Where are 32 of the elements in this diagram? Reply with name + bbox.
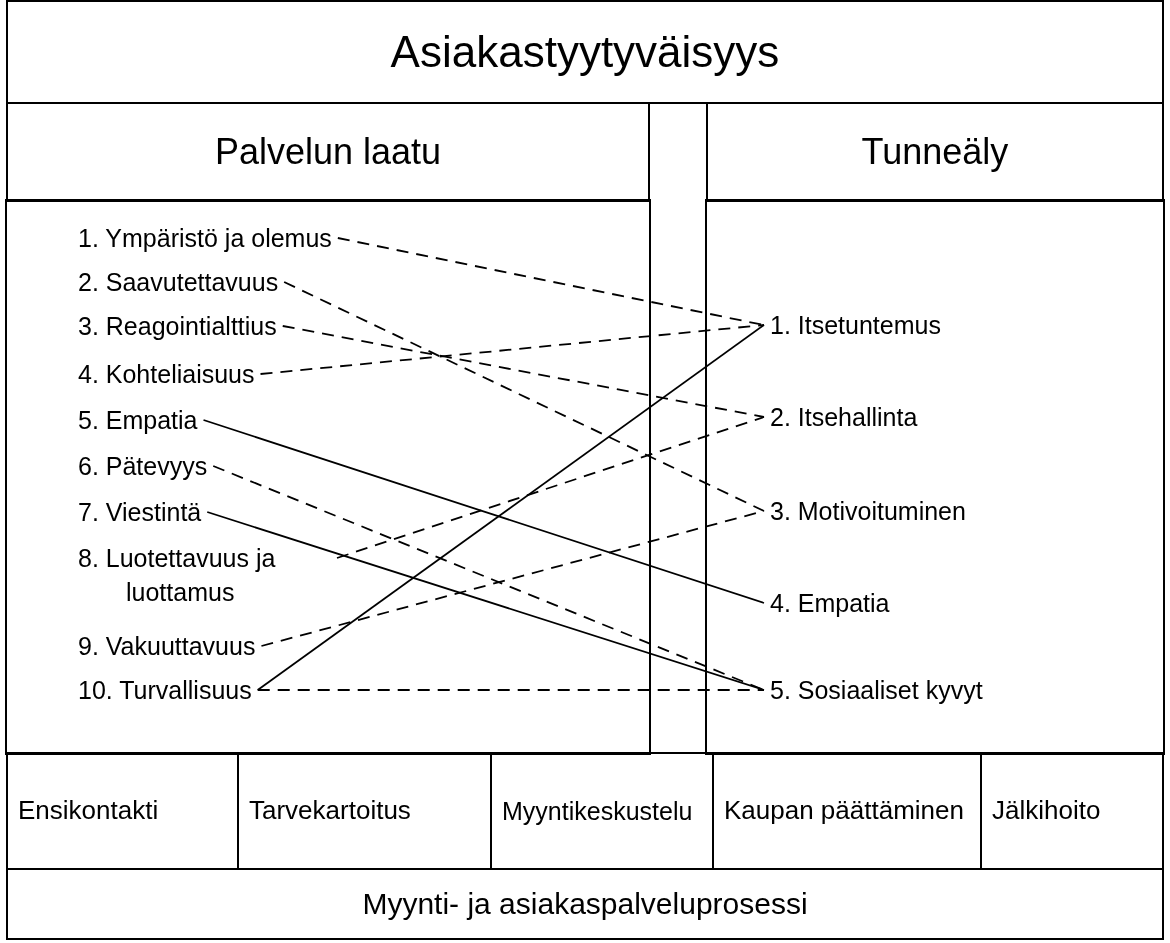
connector-line (256, 324, 765, 691)
skill-item: 3. Motivoituminen (770, 494, 966, 528)
connector-line (283, 281, 765, 512)
connector-line (260, 510, 765, 647)
quality-item: 2. Saavutettavuus (78, 265, 279, 299)
skill-item: 5. Sosiaaliset kyvyt (770, 673, 983, 707)
body-cell (6, 200, 650, 754)
connector-line (336, 416, 765, 559)
quality-item: 5. Empatia (78, 403, 198, 437)
process-caption-cell: Myynti- ja asiakaspalveluprosessi (6, 868, 1164, 940)
connector-line (281, 325, 765, 418)
body-cell (706, 200, 1164, 754)
connector-line (256, 689, 765, 691)
quality-item: 4. Kohteliaisuus (78, 357, 255, 391)
process-step-cell: Ensikontakti (6, 752, 239, 870)
quality-item: 6. Pätevyys (78, 449, 208, 483)
skill-item: 1. Itsetuntemus (770, 308, 941, 342)
quality-item: 8. Luotettavuus ja luottamus (78, 541, 331, 609)
title-cell: Asiakastyytyväisyys (6, 0, 1164, 104)
quality-item: 9. Vakuuttavuus (78, 629, 256, 663)
quality-item: 7. Viestintä (78, 495, 202, 529)
quality-item: 3. Reagointialttius (78, 309, 277, 343)
connector-line (202, 419, 765, 604)
quality-item: 1. Ympäristö ja olemus (78, 221, 332, 255)
connector-line (259, 324, 765, 375)
connector-line (206, 511, 765, 691)
column-header-cell: Palvelun laatu (6, 102, 650, 202)
skill-item: 4. Empatia (770, 586, 890, 620)
process-step-cell: Jälkihoito (980, 752, 1164, 870)
quality-item: 10. Turvallisuus (78, 673, 252, 707)
skill-item: 2. Itsehallinta (770, 400, 918, 434)
column-header-cell: Tunneäly (706, 102, 1164, 202)
